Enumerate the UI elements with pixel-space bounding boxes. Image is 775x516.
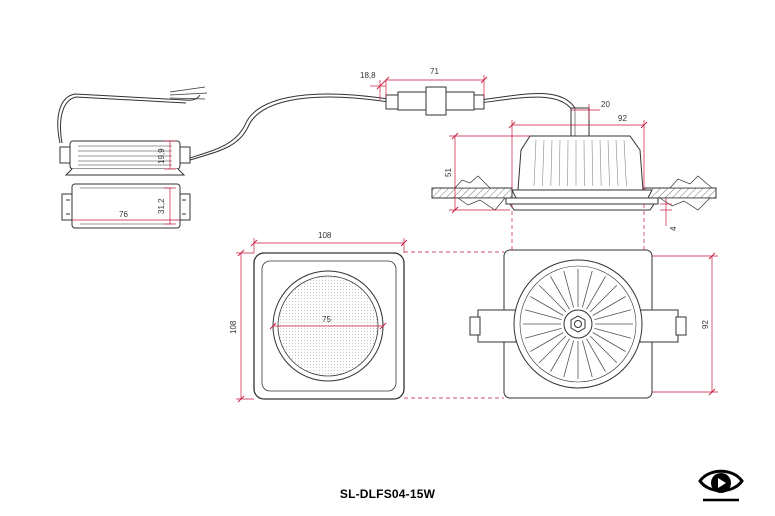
driver-top-view [61,183,191,229]
back-rib [550,276,570,310]
back-rib [594,328,632,339]
side-rib [542,139,545,187]
lamp-side-view [505,107,659,211]
back-rib [586,338,606,372]
side-rib [533,139,537,187]
side-rib [615,139,619,187]
driver-side-view [59,140,191,176]
power-cable [57,93,576,161]
dim-housing-diameter: 92 [618,114,627,123]
back-rib [530,332,564,352]
dimension-lines [72,75,718,400]
back-rib [592,332,626,352]
back-rib [563,340,574,378]
side-rib [591,139,594,187]
ceiling-section [431,175,717,211]
dim-lens-diameter: 75 [322,315,331,324]
dim-cable-offset: 20 [601,100,610,109]
back-rib [594,309,632,320]
side-rib [550,139,553,187]
back-rib [524,309,562,320]
dim-housing-height: 51 [444,168,453,177]
back-rib [582,270,593,308]
dim-driver-length: 76 [119,210,128,219]
back-rib [563,270,574,308]
projection-lines [404,204,645,399]
dim-driver-height: 19,9 [157,148,166,164]
side-rib [623,139,627,187]
back-rib [592,296,626,316]
lamp-heatsink-ribs [533,139,627,187]
side-rib [599,139,602,187]
dim-front-width: 108 [318,231,332,240]
dim-front-height: 108 [229,320,238,334]
back-rib [582,340,593,378]
back-rib [550,338,570,372]
dim-back-height: 92 [701,320,710,329]
lamp-back-ribs [523,269,633,379]
product-title: SL-DLFS04-15W [339,487,436,501]
side-rib [607,139,610,187]
dim-connector-length: 18,8 [360,71,376,80]
cable-end-wires [169,86,208,100]
back-rib [524,328,562,339]
side-rib [558,139,561,187]
dim-driver-width: 31,2 [157,198,166,214]
dim-flange-thickness: 4 [669,226,678,231]
back-rib [589,335,618,364]
back-rib [538,284,567,313]
back-rib [538,335,567,364]
back-rib [589,284,618,313]
back-rib [530,296,564,316]
dim-cable-coupler: 71 [430,67,439,76]
back-rib [586,276,606,310]
dimension-ticks [237,76,716,403]
eye-play-icon [698,469,744,502]
cable-coupler [385,86,485,116]
